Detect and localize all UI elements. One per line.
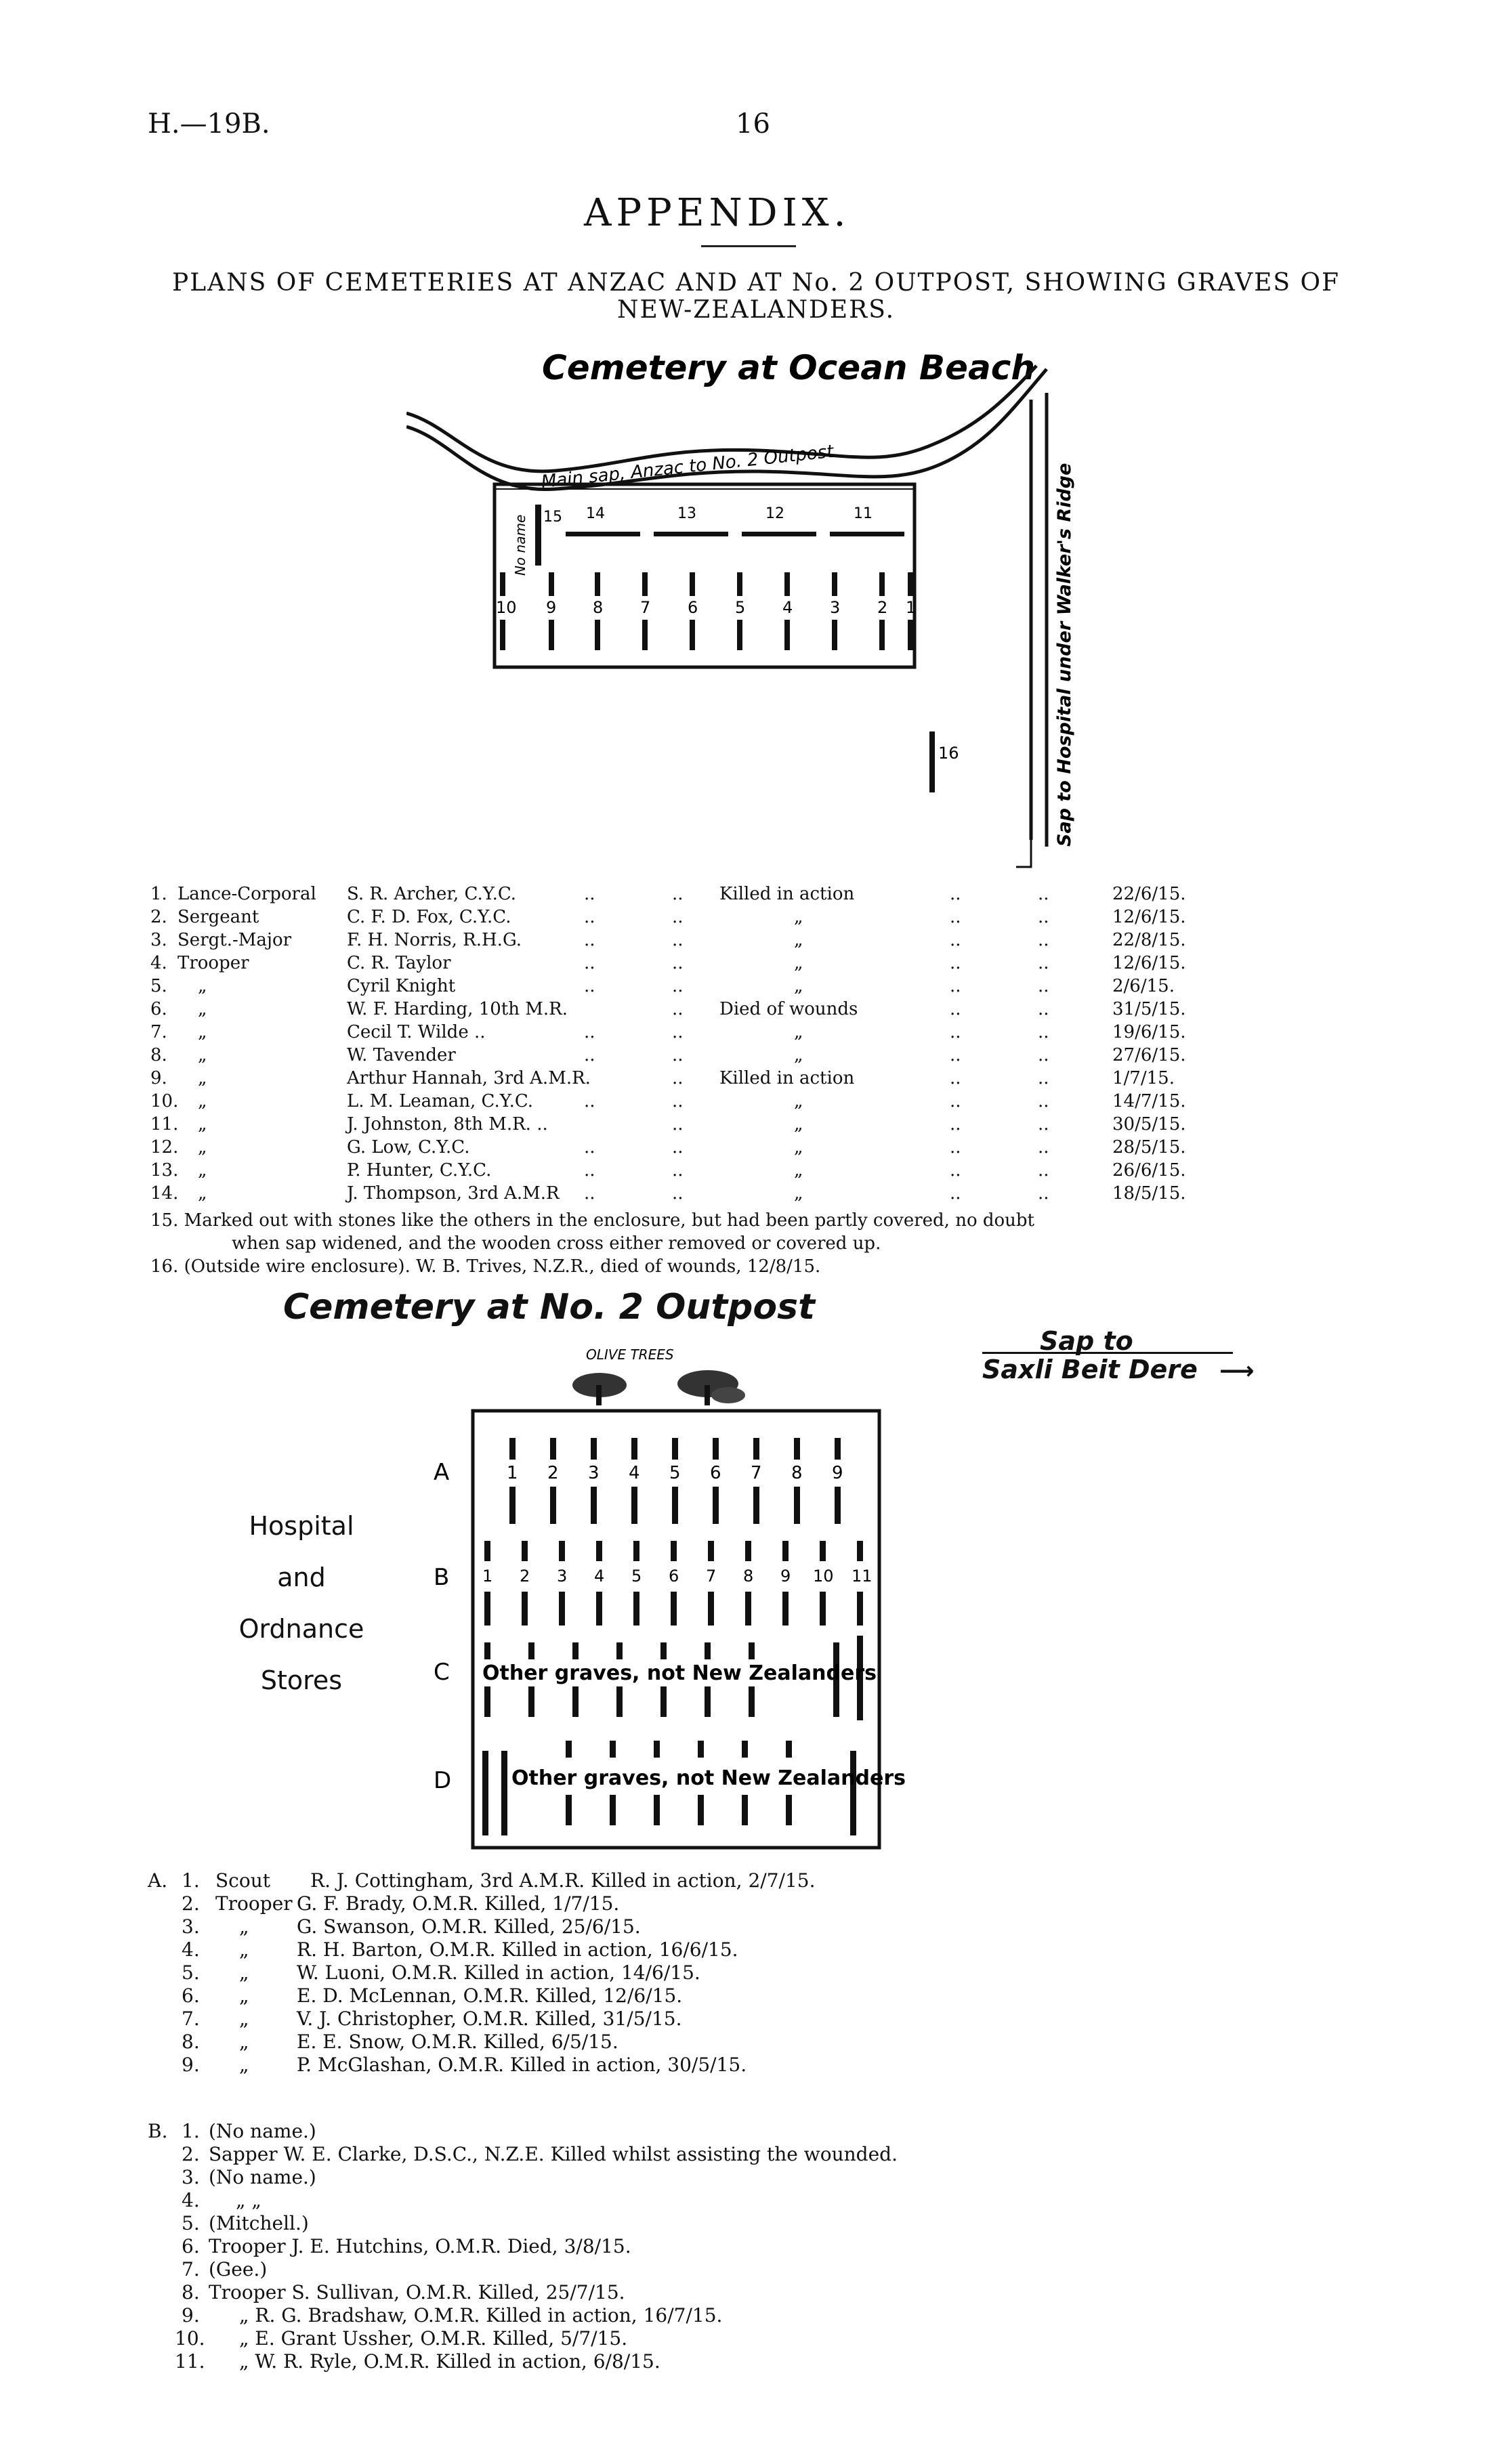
svg-text:4: 4 — [629, 1463, 640, 1483]
svg-text:3: 3 — [557, 1567, 567, 1586]
svg-text:5: 5 — [669, 1463, 681, 1483]
svg-text:7: 7 — [706, 1567, 716, 1586]
mid-label-6: 6 — [688, 598, 698, 617]
svg-text:1: 1 — [507, 1463, 518, 1483]
sap-to-line-1: Sap to — [1040, 1326, 1133, 1356]
main-sap-upper — [406, 364, 1038, 473]
svg-text:2: 2 — [520, 1567, 530, 1586]
ocean-beach-title: Cemetery at Ocean Beach — [542, 348, 1035, 387]
grave-11 — [830, 532, 904, 536]
outside-label-16: 16 — [938, 744, 959, 763]
row-a-numbers: 1 2 3 4 5 6 7 8 9 — [507, 1463, 843, 1483]
mid-label-8: 8 — [593, 598, 603, 617]
svg-text:8: 8 — [791, 1463, 803, 1483]
hospital-label: Hospital and Ordnance Stores — [238, 1511, 364, 1695]
svg-text:1: 1 — [482, 1567, 492, 1586]
svg-text:11: 11 — [852, 1567, 873, 1586]
outpost-plan: OLIVE TREES A B C D 1 2 3 4 5 6 7 8 9 1 2 3 4 5 6 — [434, 1346, 906, 1850]
appendix-title: APPENDIX. — [584, 191, 851, 235]
subtitle-line-1: PLANS OF CEMETERIES AT ANZAC AND AT No. … — [172, 269, 1340, 297]
mid-label-3: 3 — [830, 598, 840, 617]
olive-trees-label: OLIVE TREES — [586, 1346, 674, 1363]
side-sap-arrow — [1016, 826, 1032, 868]
other-graves-c: Other graves, not New Zealanders — [482, 1661, 877, 1685]
row-c-label: C — [434, 1659, 450, 1686]
row-a-label: A — [434, 1459, 449, 1486]
outpost-title: Cemetery at No. 2 Outpost — [283, 1287, 815, 1327]
note-15-line-1: 15. Marked out with stones like the othe… — [150, 1210, 1035, 1231]
grave-13 — [654, 532, 728, 536]
row-b-numbers: 1 2 3 4 5 6 7 8 9 10 11 — [482, 1567, 873, 1586]
top-label-14: 14 — [586, 505, 605, 522]
grave-12 — [742, 532, 816, 536]
mid-label-2: 2 — [877, 598, 887, 617]
svg-text:9: 9 — [832, 1463, 843, 1483]
mid-label-7: 7 — [640, 598, 650, 617]
ocean-grave-row — [500, 572, 913, 650]
svg-text:10: 10 — [813, 1567, 834, 1586]
top-label-13: 13 — [677, 505, 696, 522]
outpost-enclosure — [471, 1409, 881, 1850]
side-sap-label: Sap to Hospital under Walker's Ridge — [1054, 463, 1075, 847]
main-sap-lower — [406, 368, 1048, 492]
svg-text:6: 6 — [669, 1567, 679, 1586]
note-16: 16. (Outside wire enclosure). W. B. Triv… — [150, 1256, 821, 1277]
arrow-right-icon: ⟶ — [1219, 1357, 1255, 1385]
page-number: 16 — [736, 108, 770, 140]
mid-label-1: 1 — [906, 598, 916, 617]
subtitle-line-2: NEW-ZEALANDERS. — [616, 296, 896, 324]
ocean-beach-plan: Cemetery at Ocean Beach Main sap, Anzac … — [406, 348, 1075, 868]
sap-to-line-2: Saxli Beit Dere — [982, 1355, 1198, 1384]
row-d-graves — [482, 1741, 856, 1835]
row-b-label: B — [434, 1564, 449, 1591]
mid-label-9: 9 — [546, 598, 556, 617]
svg-text:8: 8 — [743, 1567, 753, 1586]
mid-label-5: 5 — [735, 598, 745, 617]
svg-text:7: 7 — [751, 1463, 762, 1483]
svg-text:9: 9 — [780, 1567, 791, 1586]
grave-16 — [929, 731, 935, 792]
mid-label-4: 4 — [782, 598, 793, 617]
svg-text:6: 6 — [710, 1463, 721, 1483]
svg-text:2: 2 — [547, 1463, 559, 1483]
top-label-11: 11 — [854, 505, 873, 522]
row-c-graves — [484, 1636, 863, 1720]
svg-text:3: 3 — [588, 1463, 600, 1483]
top-label-12: 12 — [765, 505, 784, 522]
other-graves-d: Other graves, not New Zealanders — [511, 1766, 906, 1790]
grave-15 — [535, 505, 541, 566]
title-rule — [701, 245, 796, 247]
ocean-enclosure — [492, 482, 917, 669]
grave-14 — [566, 532, 640, 536]
no-name-label: No name — [512, 515, 528, 576]
top-label-15: 15 — [543, 509, 562, 526]
document-code: H.—19B. — [148, 108, 270, 140]
row-a-graves — [509, 1438, 841, 1524]
row-b-graves — [484, 1541, 863, 1626]
svg-text:5: 5 — [631, 1567, 642, 1586]
sap-rule — [982, 1352, 1233, 1354]
row-d-label: D — [434, 1767, 451, 1794]
olive-tree-icon — [572, 1370, 745, 1405]
list-b: B.1.(No name.) 2.Sapper W. E. Clarke, D.… — [148, 2120, 898, 2373]
mid-label-10: 10 — [496, 598, 517, 617]
note-15-line-2: when sap widened, and the wooden cross e… — [232, 1233, 881, 1254]
svg-text:4: 4 — [594, 1567, 604, 1586]
